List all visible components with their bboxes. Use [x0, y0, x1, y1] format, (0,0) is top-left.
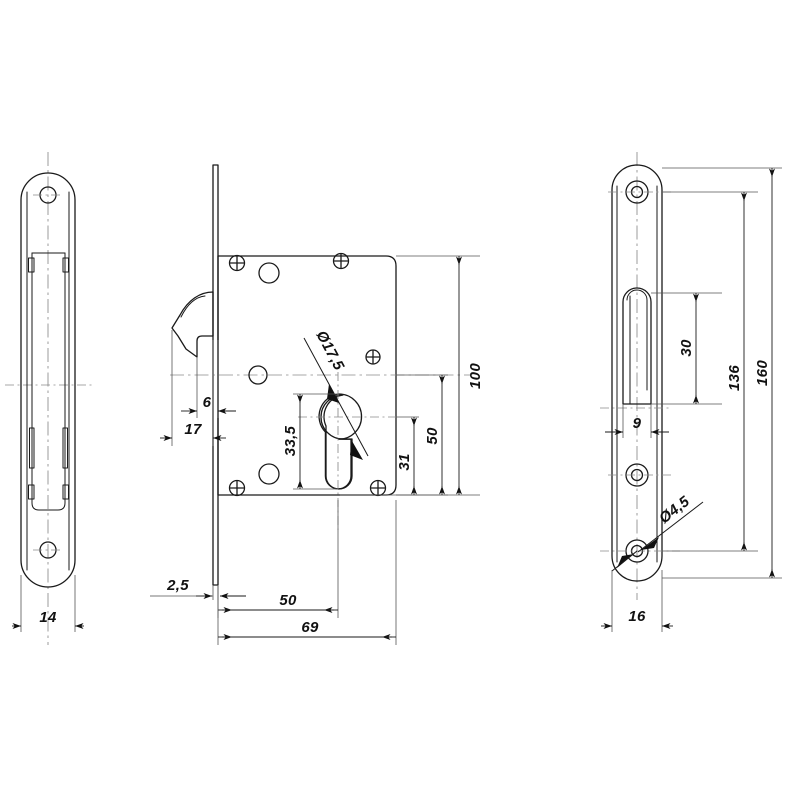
center-dim-50h-label: 50: [279, 592, 297, 609]
center-dim-33-label: 33,5: [282, 425, 299, 456]
center-dim-31-label: 31: [396, 453, 413, 470]
right-dim-160-label: 160: [754, 360, 771, 386]
center-dim-17-label: 17: [184, 421, 202, 438]
right-dim-9-label: 9: [633, 415, 642, 432]
left-lock-case-outline: [31, 252, 66, 511]
right-bolt-aperture-inner: [626, 289, 648, 391]
center-dim-69-label: 69: [301, 619, 319, 636]
left-faceplate-outline: [20, 172, 76, 588]
left-view-group: 14: [5, 152, 92, 645]
center-euro-cylinder-hole: [320, 394, 353, 490]
center-dim-6-label: 6: [203, 394, 212, 411]
right-dia45-arrow-a: [641, 537, 659, 550]
left-dim-14-label: 14: [39, 609, 57, 626]
right-dim-30-label: 30: [678, 339, 695, 357]
center-diameter-arrow-upper: [327, 384, 339, 403]
right-dia45-leader-tail: [611, 550, 638, 572]
center-euro-cylinder-profile: [318, 393, 363, 490]
right-dia45-arrow-b: [617, 554, 634, 568]
center-dim-50v-label: 50: [424, 427, 441, 445]
left-case-fixing-bottom-left: [28, 484, 35, 500]
center-screw-top-right: [332, 252, 350, 270]
center-hole-bottom: [258, 463, 280, 485]
left-case-slot-right: [62, 427, 68, 469]
right-dim-136-label: 136: [726, 365, 743, 391]
center-screw-top-left: [228, 254, 246, 272]
center-screws-group: [228, 252, 387, 497]
right-dia45-leader-line: [637, 501, 704, 553]
left-case-fixing-top-left: [28, 257, 35, 273]
center-hook-bolt: [171, 291, 214, 358]
center-dim-100-label: 100: [467, 363, 484, 389]
center-diameter-label: Ø17,5: [312, 328, 347, 374]
center-screw-middle-right: [365, 349, 381, 365]
right-bolt-aperture: [622, 287, 652, 405]
left-case-slot-left: [29, 427, 35, 469]
center-hole-middle: [248, 365, 268, 385]
left-case-fixing-bottom-right: [62, 484, 69, 500]
center-screw-bottom-right: [369, 479, 387, 497]
center-screw-bottom-left: [228, 479, 246, 497]
right-faceplate-outline: [611, 164, 663, 582]
center-hole-top: [258, 262, 280, 284]
center-dim-25-label: 2,5: [166, 577, 189, 594]
center-hook-bolt-inner-edge: [180, 295, 206, 318]
center-diameter-leader-line: [303, 337, 369, 457]
center-diameter-arrow-lower: [350, 441, 363, 460]
center-lock-body-outline: [217, 255, 397, 496]
right-view-group: 30 136 160 9 Ø4,5 16: [600, 152, 782, 632]
left-case-fixing-top-right: [62, 257, 69, 273]
center-view-group: Ø17,5 33,5 31 50 100 6: [150, 164, 484, 645]
right-dim-16-label: 16: [628, 608, 646, 625]
